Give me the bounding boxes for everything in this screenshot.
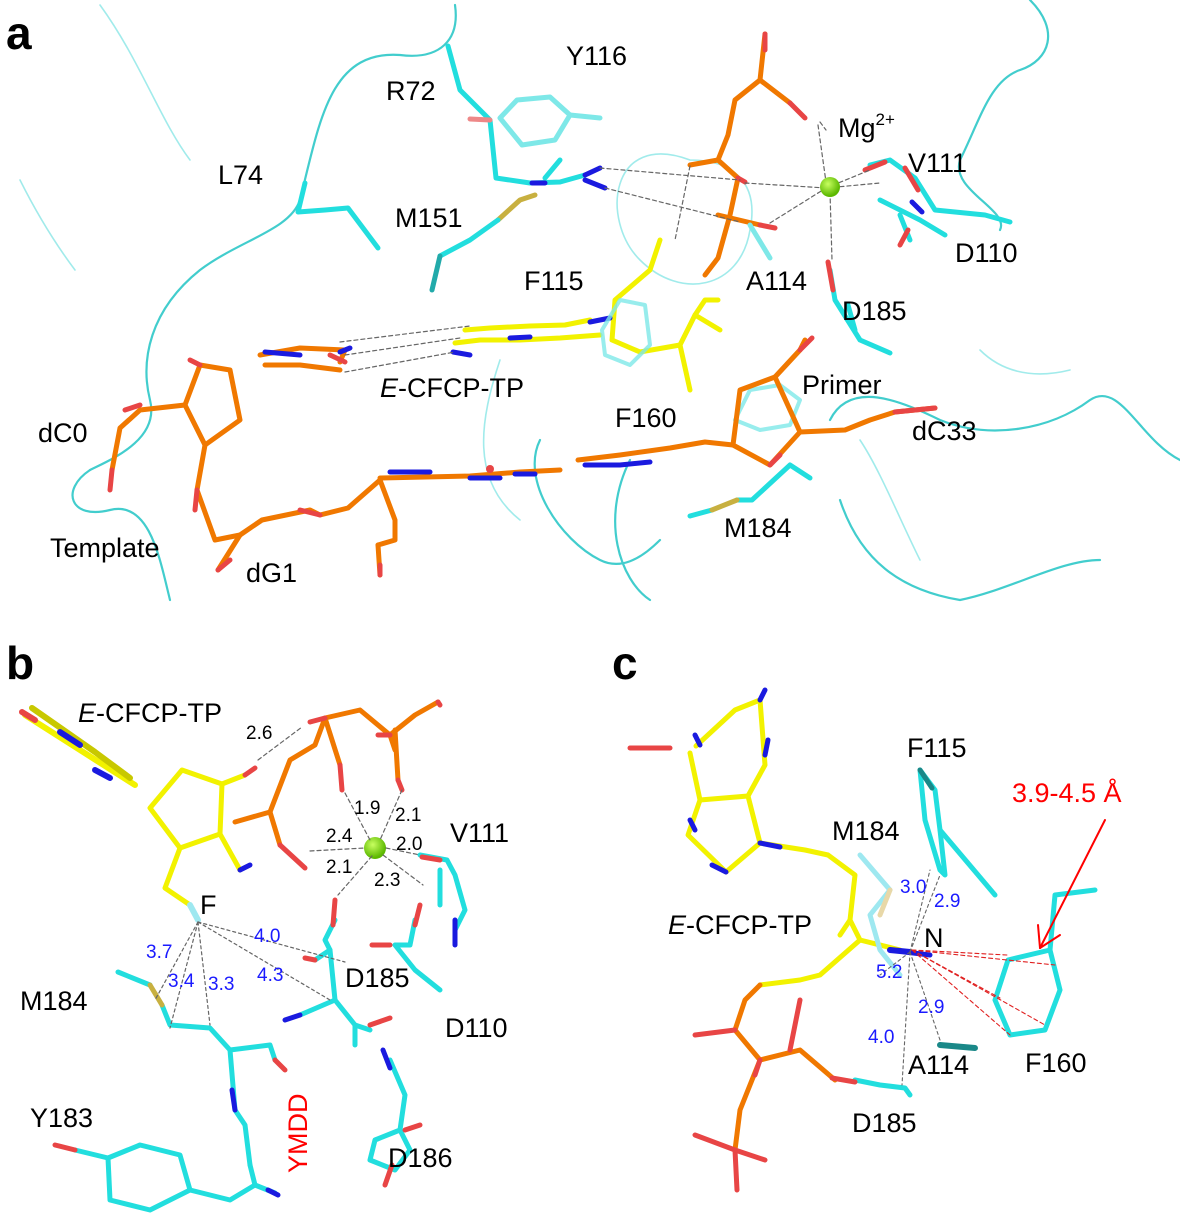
label-y116: Y116 [566,41,628,71]
panel-a-letter: a [6,7,32,59]
ligand-prefix: E [380,373,399,403]
label-m151: M151 [395,203,463,233]
distance-2-6: 2.6 [246,723,273,744]
label-a114: A114 [908,1050,970,1080]
panel-b-drawing [19,699,468,1213]
distance-3-4: 3.4 [168,971,195,992]
distance-2-1b: 2.1 [326,857,353,878]
ligand-prefix: E [78,698,97,728]
label-f160: F160 [615,403,677,433]
panel-c-letter: c [612,637,638,689]
label-primer: Primer [802,370,882,400]
label-d185: D185 [345,963,410,993]
label-dc33: dC33 [912,416,977,446]
distance-2-0: 2.0 [396,834,423,855]
distance-2-9a: 2.9 [934,891,961,912]
label-d110: D110 [445,1013,508,1043]
label-fluorine: F [200,890,217,920]
ligand-name: -CFCP-TP [686,910,812,940]
ligand-name: -CFCP-TP [96,698,222,728]
label-dg1: dG1 [246,558,298,588]
label-ymdd-motif: YMDD [283,1093,313,1174]
panel-a-drawing [19,0,1180,602]
label-y183: Y183 [30,1103,94,1133]
distance-3-7: 3.7 [146,942,173,963]
label-d110: D110 [955,238,1018,268]
label-v111: V111 [908,148,968,178]
distance-2-9b: 2.9 [918,997,945,1018]
panel-c-drawing [627,687,1106,1193]
distance-3-0: 3.0 [900,877,927,898]
label-d185: D185 [842,296,907,326]
label-d186: D186 [388,1143,453,1173]
distance-4-0: 4.0 [868,1027,895,1048]
mg-symbol: Mg [838,113,876,143]
label-v111: V111 [450,818,510,848]
mg-charge: 2+ [875,110,895,129]
label-d185: D185 [852,1108,917,1138]
label-mg: Mg2+ [838,111,895,143]
label-m184: M184 [20,986,88,1016]
label-nitrogen: N [924,923,944,953]
label-f115: F115 [524,266,584,296]
ligand-name: -CFCP-TP [398,373,524,403]
label-f115: F115 [907,733,967,763]
label-ligand: E-CFCP-TP [668,912,812,939]
label-ligand: E-CFCP-TP [380,375,524,402]
distance-4-3: 4.3 [257,965,284,986]
label-m184: M184 [724,513,792,543]
distance-5-2: 5.2 [876,962,903,983]
label-template: Template [50,533,160,563]
distance-2-1a: 2.1 [395,805,422,826]
distance-2-4: 2.4 [326,826,353,847]
distance-2-3: 2.3 [374,870,401,891]
label-ligand: E-CFCP-TP [78,700,222,727]
label-r72: R72 [386,76,436,106]
label-m184: M184 [832,816,900,846]
distance-4-0: 4.0 [254,926,281,947]
label-a114: A114 [746,266,808,296]
panel-b-letter: b [6,637,35,689]
distance-1-9: 1.9 [354,798,381,819]
label-f160: F160 [1025,1048,1087,1078]
label-l74: L74 [218,160,264,190]
ligand-prefix: E [668,910,687,940]
label-dc0: dC0 [38,418,88,448]
distance-3-3: 3.3 [208,974,235,995]
label-distance-range: 3.9-4.5 Å [1012,778,1122,808]
